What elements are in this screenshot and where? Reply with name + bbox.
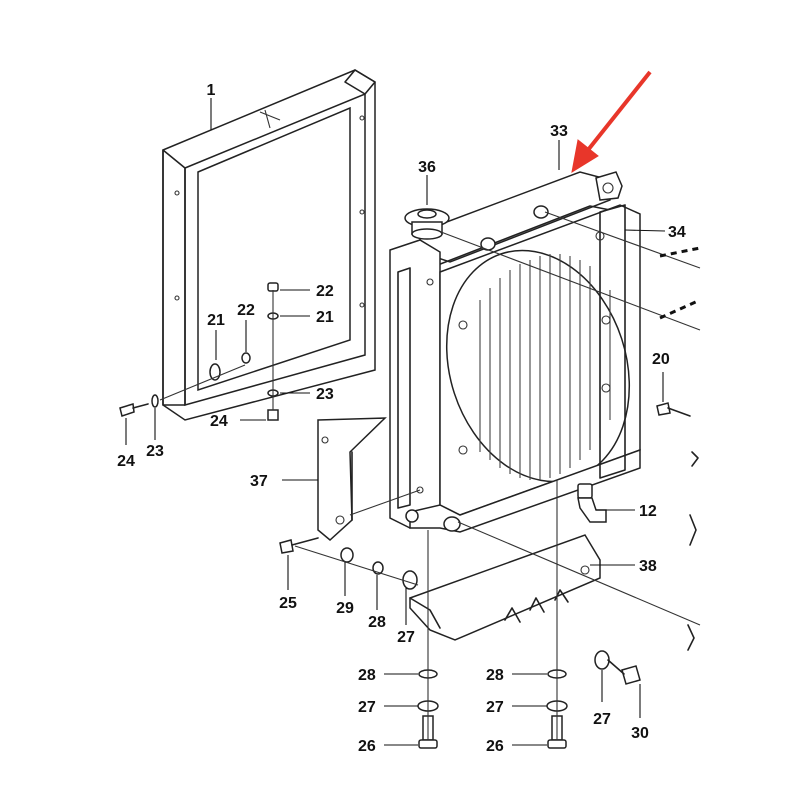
radiator-core xyxy=(389,171,641,533)
callout-38: 38 xyxy=(639,558,657,575)
break-marks xyxy=(659,246,701,651)
part-37-bracket xyxy=(317,417,387,541)
callout-labels: 1 33 36 34 20 12 38 37 21 22 22 21 23 24… xyxy=(117,82,686,755)
callout-27d: 27 xyxy=(593,711,611,728)
callout-34: 34 xyxy=(668,224,686,241)
callout-22b: 22 xyxy=(316,283,334,300)
callout-33: 33 xyxy=(550,123,568,140)
callout-36: 36 xyxy=(418,159,436,176)
leader-lines xyxy=(125,98,666,746)
callout-12: 12 xyxy=(639,503,657,520)
callout-21b: 21 xyxy=(316,309,334,326)
callout-28c: 28 xyxy=(486,667,504,684)
callout-24b: 24 xyxy=(210,413,228,430)
callout-21a: 21 xyxy=(207,312,225,329)
part-38-bottom-bracket xyxy=(409,534,601,641)
callout-37: 37 xyxy=(250,473,268,490)
radiator-fins xyxy=(479,254,611,480)
callout-20: 20 xyxy=(652,351,670,368)
callout-22a: 22 xyxy=(237,302,255,319)
callout-27a: 27 xyxy=(397,629,415,646)
part-12-elbow-fitting xyxy=(577,483,607,523)
callout-23a: 23 xyxy=(146,443,164,460)
callout-30: 30 xyxy=(631,725,649,742)
callout-28b: 28 xyxy=(358,667,376,684)
callout-27b: 27 xyxy=(358,699,376,716)
callout-29: 29 xyxy=(336,600,354,617)
callout-28a: 28 xyxy=(368,614,386,631)
callout-26a: 26 xyxy=(358,738,376,755)
callout-26b: 26 xyxy=(486,738,504,755)
callout-25: 25 xyxy=(279,595,297,612)
callout-23b: 23 xyxy=(316,386,334,403)
callout-24a: 24 xyxy=(117,453,135,470)
callout-1: 1 xyxy=(207,82,216,99)
highlight-arrow xyxy=(571,70,652,174)
part-36-radiator-cap xyxy=(404,208,450,240)
part-1-frame xyxy=(162,69,376,421)
assembly-centerlines xyxy=(159,211,701,740)
callout-27c: 27 xyxy=(486,699,504,716)
